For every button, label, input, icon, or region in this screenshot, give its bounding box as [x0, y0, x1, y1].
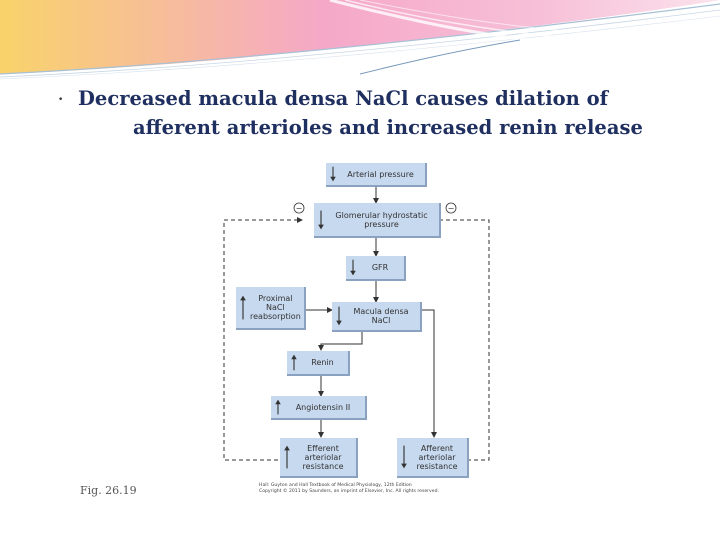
box-glomerular-pressure: Glomerular hydrostatic pressure	[314, 203, 441, 238]
connector-macula-to-afferent	[422, 309, 437, 438]
label-proximal-line-1: Proximal	[258, 294, 293, 303]
label-angiotensin: Angiotensin II	[295, 402, 351, 412]
box-angiotensin-ii: Angiotensin II	[271, 396, 367, 420]
title-line-1: Decreased macula densa NaCl causes dilat…	[78, 87, 608, 110]
down-arrow-icon	[330, 166, 336, 182]
feedback-loop-left	[223, 217, 303, 461]
label-afferent-line-1: Afferent	[420, 443, 454, 453]
box-afferent-resistance: Afferent arteriolar resistance	[397, 438, 469, 478]
box-renin: Renin	[287, 351, 350, 376]
box-proximal-nacl: Proximal NaCl reabsorption	[236, 287, 306, 330]
up-arrow-icon	[284, 445, 290, 469]
label-proximal-line-3: reabsorption	[250, 312, 301, 321]
label-macula-line-1: Macula densa	[353, 307, 409, 316]
label-glomerular-line-2: pressure	[364, 219, 399, 229]
bullet-marker: •	[58, 95, 64, 105]
down-arrow-icon	[401, 445, 407, 469]
label-efferent-line-3: resistance	[302, 461, 344, 471]
label-macula-line-2: NaCl	[371, 316, 391, 325]
label-glomerular-line-1: Glomerular hydrostatic	[335, 210, 428, 220]
figure-label: Fig. 26.19	[80, 484, 137, 497]
label-renin: Renin	[311, 358, 334, 367]
credit-line-1: Hall: Guyton and Hall Textbook of Medica…	[259, 483, 412, 488]
label-arterial-pressure: Arterial pressure	[347, 169, 414, 179]
label-afferent-line-3: resistance	[416, 461, 458, 471]
up-arrow-icon	[291, 354, 297, 371]
diagram-connectors: − −	[223, 187, 490, 461]
down-arrow-icon	[318, 210, 324, 230]
box-gfr: GFR	[346, 256, 406, 281]
title-line-2: afferent arterioles and increased renin …	[133, 116, 643, 139]
box-arterial-pressure: Arterial pressure	[326, 163, 427, 187]
label-afferent-line-2: arteriolar	[418, 452, 456, 462]
label-proximal-line-2: NaCl	[266, 303, 285, 312]
up-arrow-icon	[275, 399, 281, 415]
slide-title: Decreased macula densa NaCl causes dilat…	[78, 84, 698, 142]
label-gfr: GFR	[371, 263, 389, 272]
decorative-banner	[0, 0, 720, 80]
label-efferent-line-1: Efferent	[307, 443, 339, 453]
feedback-sign-right: −	[448, 204, 455, 213]
credit-line-2: Copyright © 2011 by Saunders, an imprint…	[259, 488, 439, 494]
up-arrow-icon	[240, 295, 246, 320]
feedback-sign-left: −	[296, 204, 303, 213]
renin-feedback-diagram: − − Arterial pressure Glomerular hydrost…	[222, 160, 491, 500]
label-efferent-line-2: arteriolar	[304, 452, 342, 462]
down-arrow-icon	[350, 259, 356, 276]
box-efferent-resistance: Efferent arteriolar resistance	[280, 438, 358, 478]
down-arrow-icon	[336, 306, 342, 326]
figure-credit: Hall: Guyton and Hall Textbook of Medica…	[259, 483, 499, 494]
feedback-loop-right	[435, 217, 490, 461]
box-macula-densa: Macula densa NaCl	[332, 302, 422, 332]
connector-macula-to-renin	[318, 332, 363, 351]
